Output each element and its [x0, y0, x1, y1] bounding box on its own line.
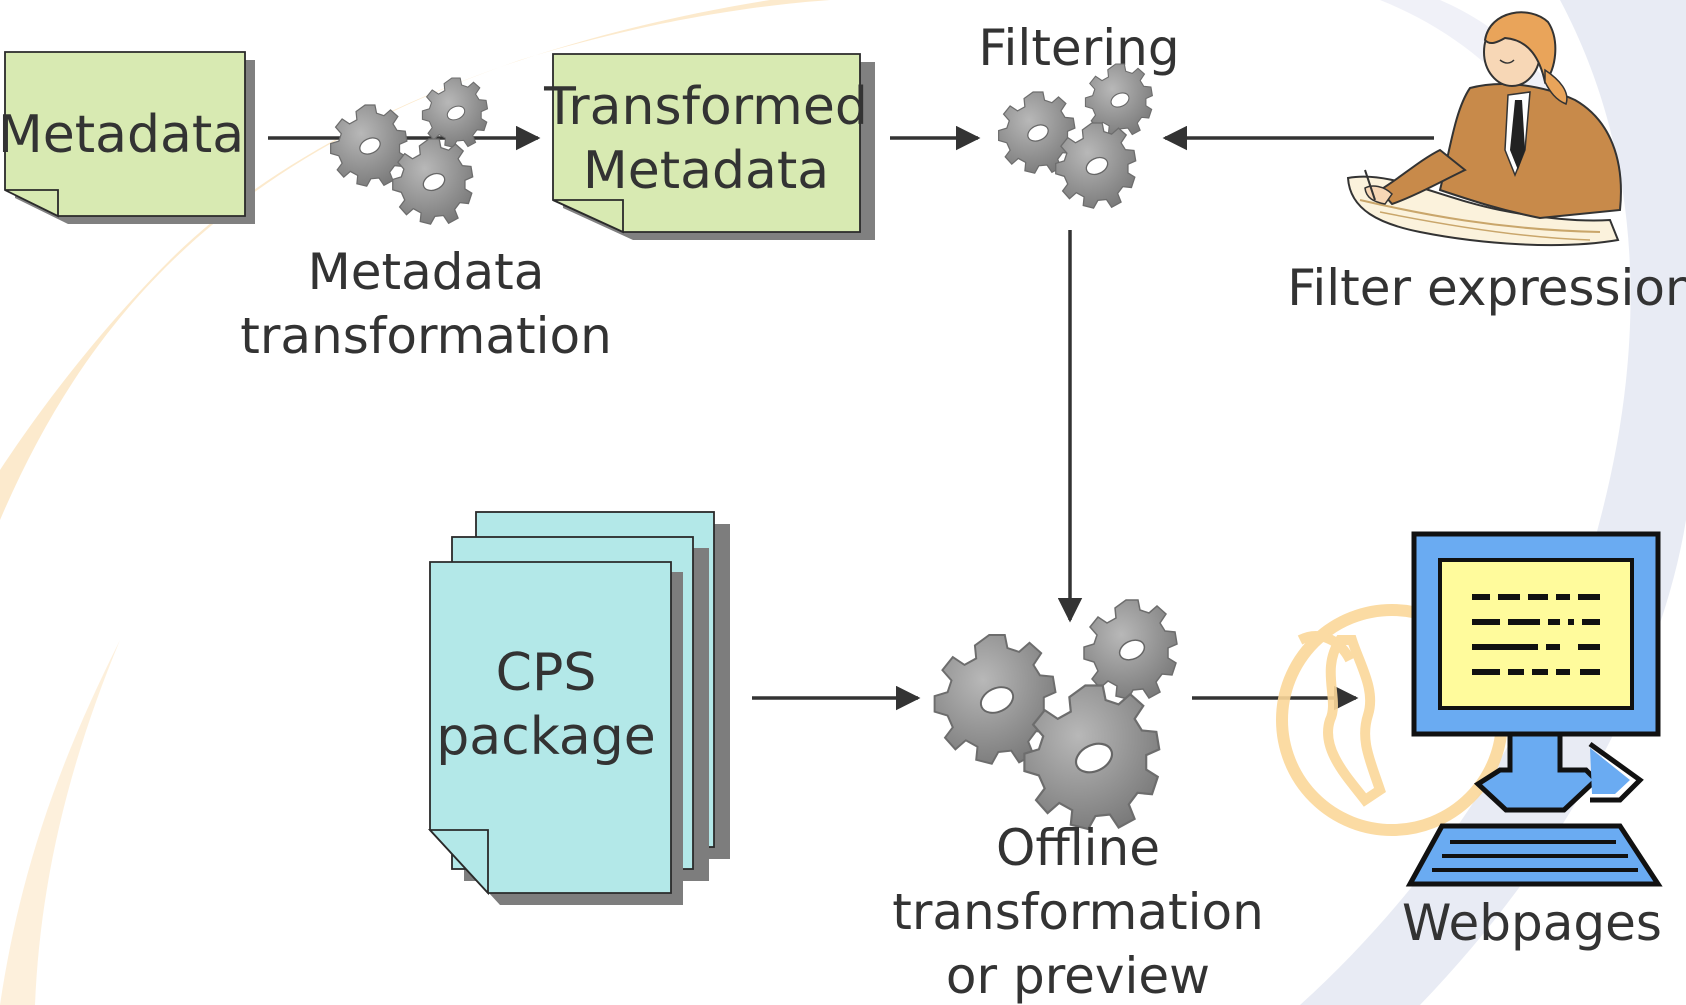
metadata-label: Metadata [0, 105, 244, 165]
svg-text:Metadata: Metadata [308, 243, 545, 301]
webpages-label: Webpages [1402, 894, 1662, 952]
metadata-transformation-label: Metadata transformation [240, 243, 612, 365]
svg-text:package: package [436, 707, 656, 767]
filter-expression-label: Filter expression [1287, 259, 1686, 317]
metadata-note: Metadata [0, 51, 255, 224]
svg-text:transformation: transformation [892, 883, 1264, 941]
svg-text:Offline: Offline [996, 819, 1160, 877]
svg-text:transformation: transformation [240, 307, 612, 365]
svg-text:CPS: CPS [496, 643, 597, 703]
svg-text:Metadata: Metadata [583, 141, 829, 201]
svg-text:or preview: or preview [946, 947, 1210, 1005]
cps-package-stack: CPS package [427, 511, 730, 905]
transformed-metadata-note: Transformed Metadata [543, 53, 875, 240]
person-writing-icon [1346, 11, 1622, 247]
filtering-label: Filtering [978, 19, 1179, 77]
svg-text:Transformed: Transformed [543, 77, 868, 137]
gears-icon [933, 599, 1178, 831]
computer-icon [1405, 531, 1663, 887]
offline-transformation-label: Offline transformation or preview [892, 819, 1264, 1005]
gears-icon [330, 77, 489, 225]
gears-icon [998, 63, 1153, 209]
